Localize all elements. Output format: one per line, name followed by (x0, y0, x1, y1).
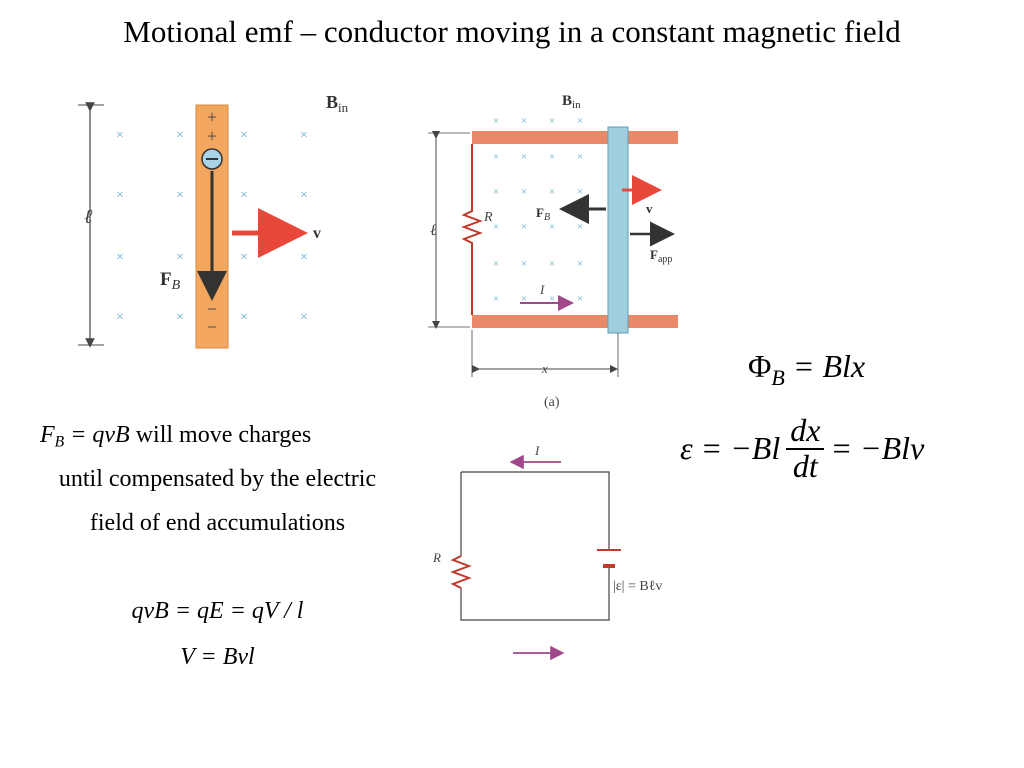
cross-mark: × (116, 188, 124, 203)
cross-mark: × (577, 221, 583, 233)
field-label: Bin (562, 93, 581, 111)
cross-mark: × (300, 128, 308, 143)
cross-mark: × (549, 293, 555, 305)
cross-mark: × (549, 258, 555, 270)
current-label: I (539, 282, 545, 297)
force-label: FB (160, 269, 181, 293)
derivative-denominator: dt (792, 447, 818, 484)
cross-mark: × (493, 258, 499, 270)
resistor-icon (450, 555, 472, 589)
current-label: I (534, 443, 540, 458)
cross-mark: × (116, 310, 124, 325)
flux-rhs: = Blx (784, 348, 866, 384)
cross-mark: × (493, 293, 499, 305)
derivative-fraction: dx dt (786, 413, 825, 484)
emf-lhs: ε = −Bl (680, 430, 781, 467)
flux-equation: ΦB = Blx (748, 348, 865, 391)
emf-label: |ε| = Bℓv (613, 579, 662, 594)
force-explanation-line2: until compensated by the electric (58, 466, 377, 492)
bottom-rail (472, 315, 678, 328)
cross-mark: × (521, 115, 527, 127)
field-crosses: × × × × × × × × × × × × × × × × (116, 128, 308, 325)
left-wire (461, 144, 483, 315)
cross-mark: × (240, 310, 248, 325)
cross-mark: × (549, 221, 555, 233)
plus-sign: + (207, 107, 217, 127)
distance-label: x (541, 361, 548, 376)
cross-mark: × (116, 128, 124, 143)
cross-mark: × (240, 250, 248, 265)
circuit-loop (451, 471, 610, 621)
cross-mark: × (300, 250, 308, 265)
plus-sign: + (207, 126, 217, 146)
cross-mark: × (549, 186, 555, 198)
minus-sign: − (207, 317, 217, 337)
derivative-numerator: dx (786, 413, 825, 450)
cross-mark: × (176, 188, 184, 203)
force-eq-tail: will move charges (129, 422, 312, 448)
cross-mark: × (549, 115, 555, 127)
cross-mark: × (493, 115, 499, 127)
cross-mark: × (549, 151, 555, 163)
force-explanation-line3: field of end accumulations (89, 510, 346, 536)
top-rail (472, 131, 678, 144)
sliding-bar (607, 126, 629, 334)
cross-mark: × (300, 188, 308, 203)
cross-mark: × (521, 186, 527, 198)
page-title: Motional emf – conductor moving in a con… (123, 14, 901, 49)
panel-label: (a) (544, 395, 560, 410)
cross-mark: × (521, 258, 527, 270)
cross-mark: × (300, 310, 308, 325)
emf-rhs: = −Blv (830, 430, 925, 467)
cross-mark: × (493, 186, 499, 198)
resistor-label: R (483, 210, 493, 225)
cross-mark: × (577, 258, 583, 270)
cross-mark: × (577, 115, 583, 127)
balance-equation: qvB = qE = qV / l (131, 598, 304, 624)
cross-mark: × (116, 250, 124, 265)
length-label: ℓ (84, 206, 93, 228)
cross-mark: × (577, 293, 583, 305)
magnetic-force-label: FB (536, 205, 550, 223)
field-label: Bin (326, 92, 349, 115)
velocity-label: v (313, 225, 321, 242)
minus-sign: − (207, 299, 217, 319)
resistor-label: R (432, 550, 441, 565)
force-eq-subscript: B (54, 433, 65, 451)
field-crosses: × × × × × × × × × × × × × × × × × × × × … (493, 115, 583, 305)
cross-mark: × (176, 128, 184, 143)
moving-rod-figure: ℓ × × × × × × × × × × × × × × × × + + − … (78, 92, 349, 349)
cross-mark: × (521, 151, 527, 163)
cross-mark: × (240, 188, 248, 203)
force-explanation-line1: FB = qvB will move charges (40, 422, 311, 452)
flux-subscript: B (771, 365, 785, 390)
cross-mark: × (176, 310, 184, 325)
cross-mark: × (521, 293, 527, 305)
force-eq-rhs: = qvB (64, 422, 130, 448)
cross-mark: × (493, 221, 499, 233)
cross-mark: × (577, 186, 583, 198)
cross-mark: × (521, 221, 527, 233)
force-eq-lhs: F (40, 422, 55, 448)
velocity-label: v (646, 201, 653, 216)
cross-mark: × (240, 128, 248, 143)
cross-mark: × (176, 250, 184, 265)
length-label: ℓ (430, 222, 437, 239)
cross-mark: × (577, 151, 583, 163)
voltage-equation: V = Bvl (180, 644, 255, 670)
emf-equation: ε = −Bl dx dt = −Blv (680, 413, 925, 484)
equivalent-circuit-figure: R I |ε| = Bℓv (432, 443, 662, 661)
sliding-bar-figure: Bin × × × × × × × × × × × × × × × × × × … (428, 93, 678, 410)
applied-force-label: Fapp (650, 247, 672, 265)
flux-symbol: Φ (748, 348, 772, 384)
cross-mark: × (493, 151, 499, 163)
